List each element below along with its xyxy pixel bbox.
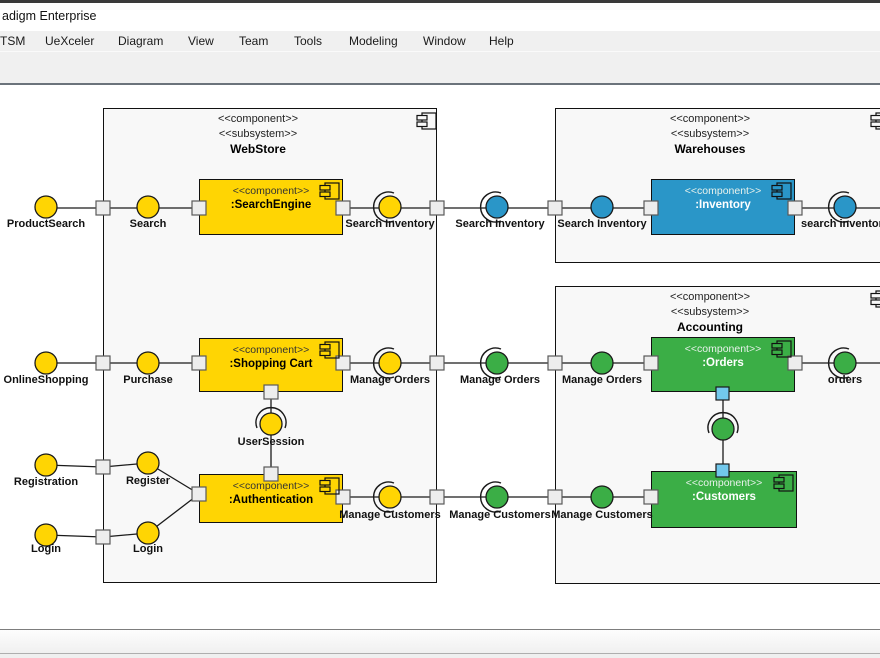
menu-bar: TSM UeXceler Diagram View Team Tools Mod…: [0, 31, 880, 52]
component-authentication[interactable]: <<component>> :Authentication: [199, 474, 343, 523]
subsystem-webstore-header: <<component>> <<subsystem>> WebStore: [92, 112, 424, 157]
subsystem-name: WebStore: [92, 142, 424, 157]
component-customers[interactable]: <<component>> :Customers: [651, 471, 797, 528]
interface-ball-searchinventory-2[interactable]: [486, 196, 508, 218]
interface-label-productsearch[interactable]: ProductSearch: [7, 218, 85, 230]
subsystem-accounting[interactable]: <<component>> <<subsystem>> Accounting: [555, 286, 880, 584]
interface-ball-onlineshopping[interactable]: [35, 352, 57, 374]
component-shoppingcart[interactable]: <<component>> :Shopping Cart: [199, 338, 343, 392]
stereotype-component: <<component>>: [200, 343, 342, 357]
stereotype-subsystem: <<subsystem>>: [544, 305, 876, 320]
interface-label-searchinventory-1[interactable]: Search Inventory: [345, 218, 434, 230]
stereotype-component: <<component>>: [92, 112, 424, 127]
subsystem-name: Accounting: [544, 320, 876, 335]
interface-label-managecustomers-3[interactable]: Manage Customers: [551, 509, 652, 521]
interface-label-orders[interactable]: orders: [828, 374, 862, 386]
interface-label-searchinventory-2[interactable]: Search Inventory: [455, 218, 544, 230]
menu-item-view[interactable]: View: [184, 31, 218, 51]
component-name: :SearchEngine: [200, 198, 342, 213]
component-inventory[interactable]: <<component>> :Inventory: [651, 179, 795, 235]
interface-ball-managecustomers-2[interactable]: [486, 486, 508, 508]
interface-label-purchase[interactable]: Purchase: [123, 374, 173, 386]
subsystem-name: Warehouses: [544, 142, 876, 157]
interface-label-register[interactable]: Register: [126, 475, 170, 487]
interface-label-searchinventory-4[interactable]: search inventory: [801, 218, 880, 230]
status-bar: [0, 629, 880, 658]
menu-item-team[interactable]: Team: [235, 31, 272, 51]
interface-ball-productsearch[interactable]: [35, 196, 57, 218]
component-name: :Shopping Cart: [200, 357, 342, 372]
menu-item-help[interactable]: Help: [485, 31, 518, 51]
stereotype-component: <<component>>: [544, 290, 876, 305]
menu-item-uexceler[interactable]: UeXceler: [41, 31, 98, 51]
menu-item-diagram[interactable]: Diagram: [114, 31, 167, 51]
interface-ball-registration[interactable]: [35, 454, 57, 476]
subsystem-accounting-header: <<component>> <<subsystem>> Accounting: [544, 290, 876, 335]
title-bar: adigm Enterprise: [0, 3, 880, 31]
window-title: adigm Enterprise: [2, 9, 97, 23]
interface-ball-manageorders-2[interactable]: [486, 352, 508, 374]
stereotype-component: <<component>>: [652, 342, 794, 356]
interface-label-searchinventory-3[interactable]: Search Inventory: [557, 218, 646, 230]
interface-label-login-inner[interactable]: Login: [133, 543, 163, 555]
interface-label-onlineshopping[interactable]: OnlineShopping: [4, 374, 89, 386]
interface-label-manageorders-3[interactable]: Manage Orders: [562, 374, 642, 386]
interface-label-login-outer[interactable]: Login: [31, 543, 61, 555]
stereotype-subsystem: <<subsystem>>: [92, 127, 424, 142]
stereotype-component: <<component>>: [200, 184, 342, 198]
stereotype-subsystem: <<subsystem>>: [544, 127, 876, 142]
diagram-canvas[interactable]: <<component>> <<subsystem>> WebStore <<c…: [0, 85, 880, 629]
socket-arc-managecustomers-2: [481, 482, 501, 512]
interface-label-manageorders-1[interactable]: Manage Orders: [350, 374, 430, 386]
tool-bar: [0, 52, 880, 85]
status-bar-bottom-strip: [0, 654, 880, 658]
component-name: :Orders: [652, 356, 794, 371]
component-orders[interactable]: <<component>> :Orders: [651, 337, 795, 392]
menu-item-tsm[interactable]: TSM: [0, 31, 29, 51]
subsystem-warehouses-header: <<component>> <<subsystem>> Warehouses: [544, 112, 876, 157]
menu-item-tools[interactable]: Tools: [290, 31, 326, 51]
interface-label-managecustomers-1[interactable]: Manage Customers: [339, 509, 440, 521]
component-name: :Customers: [652, 490, 796, 505]
interface-label-usersession[interactable]: UserSession: [238, 436, 305, 448]
component-name: :Inventory: [652, 198, 794, 213]
component-searchengine[interactable]: <<component>> :SearchEngine: [199, 179, 343, 235]
component-name: :Authentication: [200, 493, 342, 508]
menu-item-modeling[interactable]: Modeling: [345, 31, 402, 51]
interface-label-search[interactable]: Search: [130, 218, 167, 230]
interface-label-registration[interactable]: Registration: [14, 476, 78, 488]
interface-label-managecustomers-2[interactable]: Manage Customers: [449, 509, 550, 521]
stereotype-component: <<component>>: [544, 112, 876, 127]
stereotype-component: <<component>>: [652, 184, 794, 198]
menu-item-window[interactable]: Window: [419, 31, 470, 51]
stereotype-component: <<component>>: [200, 479, 342, 493]
interface-label-manageorders-2[interactable]: Manage Orders: [460, 374, 540, 386]
stereotype-component: <<component>>: [652, 476, 796, 490]
